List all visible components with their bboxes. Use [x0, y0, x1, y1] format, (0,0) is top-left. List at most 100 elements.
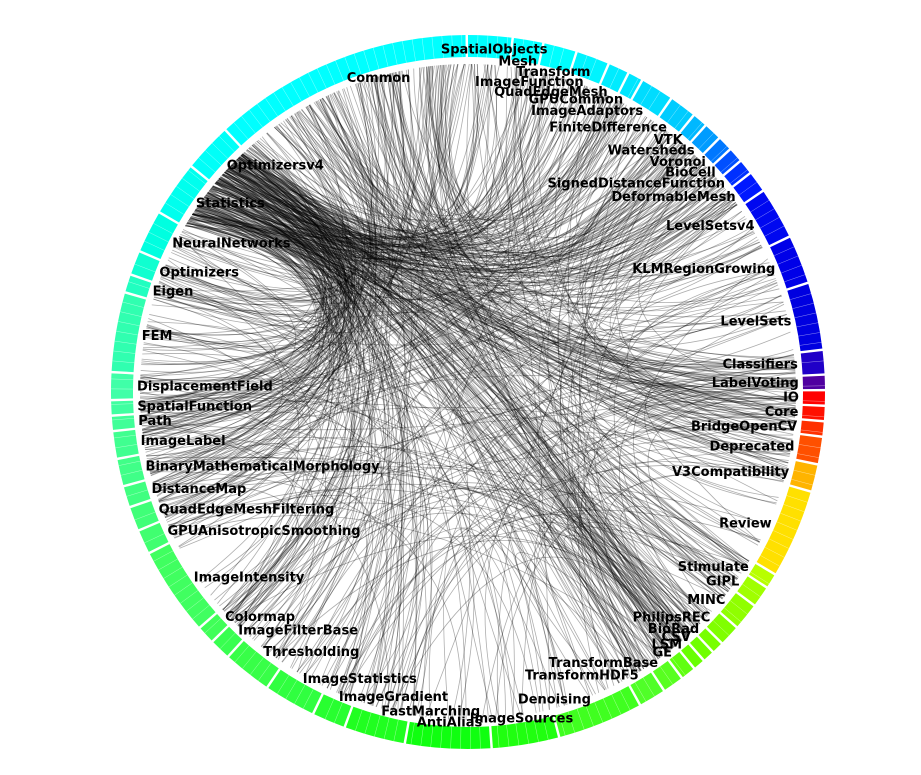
dependency-edge	[563, 534, 709, 666]
label-signed-distance-function: SignedDistanceFunction	[547, 176, 725, 191]
dependency-edge	[236, 91, 600, 223]
label-gipl: GIPL	[706, 575, 739, 590]
arc-tick	[755, 208, 775, 221]
dependency-edge	[317, 82, 579, 233]
dependency-edge	[141, 405, 304, 483]
arc-tick	[477, 35, 479, 58]
dependency-edge	[207, 148, 689, 280]
dependency-edge	[192, 95, 610, 246]
dependency-edge	[181, 230, 780, 309]
dependency-edge	[164, 66, 425, 519]
arc-tick	[548, 45, 555, 68]
dependency-edge	[215, 100, 619, 247]
dependency-edge	[584, 141, 705, 621]
dependency-edge	[176, 78, 395, 279]
dependency-edge	[143, 168, 342, 349]
arc-tick	[163, 566, 183, 579]
dependency-edge	[159, 317, 788, 503]
dependency-edge	[199, 187, 347, 581]
label-denoising: Denoising	[518, 692, 591, 707]
dependency-edge	[142, 185, 326, 351]
label-deformable-mesh: DeformableMesh	[611, 190, 735, 205]
dependency-edge	[232, 162, 657, 661]
dependency-edge	[275, 125, 750, 562]
arc-tick	[720, 157, 738, 173]
dependency-edge	[228, 91, 602, 241]
dependency-edge	[185, 224, 418, 710]
dependency-edge	[173, 201, 352, 537]
label-review: Review	[719, 517, 772, 532]
dependency-edge	[171, 495, 537, 713]
dependency-edge	[596, 408, 796, 569]
dependency-edge	[179, 90, 386, 277]
arc-tick	[248, 109, 263, 128]
arc-tick	[585, 705, 594, 727]
label-spatial-objects: SpatialObjects	[441, 43, 548, 58]
label-displacement-field: DisplacementField	[137, 380, 273, 395]
dependency-edge	[222, 168, 353, 611]
dependency-edge	[325, 96, 675, 648]
dependency-edge	[236, 64, 479, 231]
dependency-edge	[224, 172, 341, 624]
label-watersheds: Watersheds	[608, 144, 695, 159]
dependency-edge	[155, 115, 646, 306]
dependency-edge	[521, 512, 664, 716]
dependency-edge	[143, 342, 620, 684]
dependency-edge	[210, 188, 362, 627]
dependency-edge	[192, 213, 373, 647]
dependency-edge	[237, 157, 681, 643]
dependency-edge	[387, 73, 760, 543]
dependency-edge	[149, 471, 462, 720]
dependency-edge	[142, 186, 349, 431]
arc-vtk	[680, 116, 705, 142]
dependency-edge	[185, 77, 563, 240]
dependency-edge	[192, 178, 718, 265]
dependency-edge	[192, 213, 796, 380]
arc-tick	[792, 302, 814, 309]
dependency-edge	[153, 63, 467, 487]
arc-watersheds	[691, 126, 719, 154]
dependency-edge	[577, 109, 635, 689]
dependency-edge	[419, 67, 795, 367]
dependency-edge	[389, 73, 689, 636]
arc-tick	[640, 85, 653, 105]
dependency-edge	[505, 66, 607, 268]
dependency-edge	[150, 159, 325, 477]
label-transform-hdf5: TransformHDF5	[525, 669, 639, 684]
dependency-edge	[186, 223, 790, 456]
dependency-edge	[140, 217, 327, 417]
dependency-edge	[538, 73, 793, 441]
dependency-edge	[142, 203, 327, 433]
arc-transform-hdf5	[630, 672, 663, 705]
dependency-edge	[557, 526, 747, 653]
dependency-edge	[399, 70, 680, 239]
arc-tick	[801, 360, 824, 364]
dependency-edge	[252, 135, 673, 254]
dependency-edge	[239, 156, 641, 672]
arc-tick	[496, 725, 500, 748]
arc-tick	[777, 255, 799, 265]
dependency-edge	[142, 154, 343, 437]
dependency-edge	[426, 64, 489, 227]
dependency-edge	[245, 150, 796, 413]
arc-tick	[506, 724, 510, 747]
dependency-edge	[249, 147, 404, 714]
arc-tick	[529, 41, 534, 63]
arc-tick	[153, 223, 173, 234]
arc-tick	[760, 217, 780, 229]
arc-tick	[392, 43, 398, 65]
dependency-edge	[192, 92, 602, 254]
arc-tick	[730, 169, 748, 184]
dependency-edge	[150, 163, 705, 476]
dependency-edge	[229, 166, 404, 706]
dependency-edge	[211, 186, 385, 663]
dependency-edge	[363, 73, 406, 704]
dependency-edge	[197, 205, 723, 600]
label-image-function: ImageFunction	[475, 75, 584, 90]
dependency-edge	[440, 64, 796, 418]
dependency-edge	[140, 173, 329, 385]
dependency-edge	[220, 176, 796, 407]
dependency-edge	[395, 71, 760, 543]
dependency-edge	[141, 419, 299, 615]
dependency-edge	[437, 65, 678, 247]
